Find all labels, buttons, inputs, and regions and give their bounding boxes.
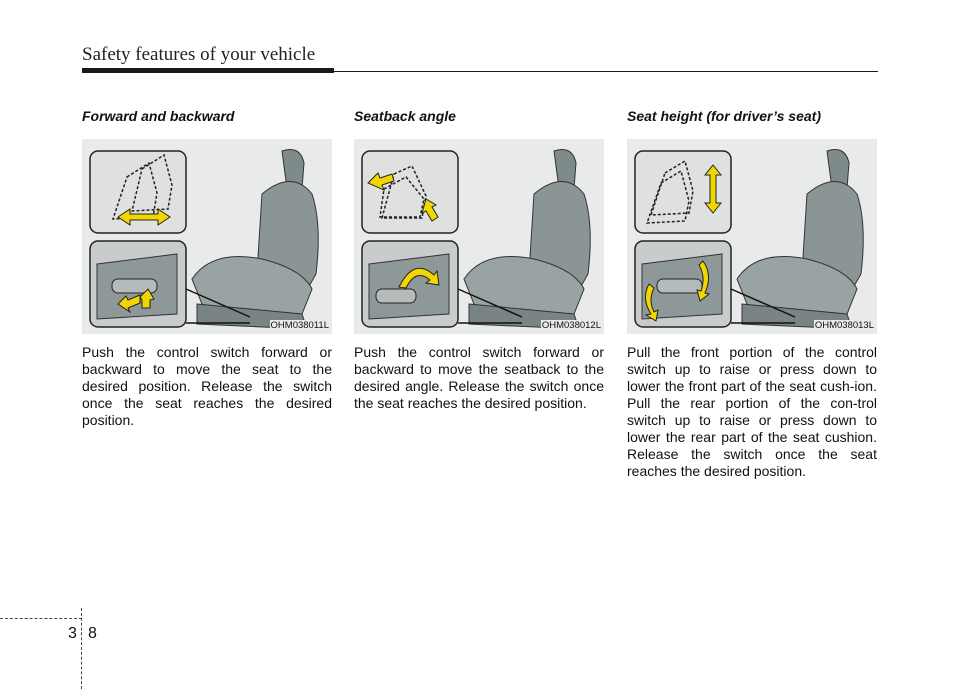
section-seat-height: Seat height (for driver’s seat) OHM03801… (627, 108, 877, 480)
section-body-text: Push the control switch forward or backw… (354, 344, 604, 411)
seat-figure-forward-backward: OHM038011L (82, 139, 332, 334)
seat-icon (463, 149, 591, 330)
footer-horizontal-rule (0, 618, 82, 619)
page-number: 8 (88, 625, 97, 642)
figure-code: OHM038013L (813, 320, 875, 331)
section-body-text: Pull the front portion of the control sw… (627, 344, 877, 479)
seat-figure-seatback-angle: OHM038012L (354, 139, 604, 334)
page-chapter-number: 3 (68, 625, 77, 642)
seat-illustration (89, 149, 319, 330)
header-rule-thick (82, 68, 334, 73)
section-title: Forward and backward (82, 108, 235, 124)
seat-icon (736, 149, 864, 330)
figure-code: OHM038012L (540, 320, 602, 331)
seat-figure-seat-height: OHM038013L (627, 139, 877, 334)
section-title: Seat height (for driver’s seat) (627, 108, 821, 124)
seat-illustration (634, 149, 864, 330)
seat-icon (191, 149, 319, 330)
section-forward-backward: Forward and backward OHM038011L (82, 108, 332, 429)
header-rule-thin (82, 71, 878, 72)
seat-illustration (361, 149, 591, 330)
page-header-title: Safety features of your vehicle (82, 44, 316, 65)
figure-code: OHM038011L (269, 320, 330, 331)
section-body-text: Push the control switch forward or backw… (82, 344, 332, 428)
footer-vertical-rule (81, 608, 82, 689)
section-seatback-angle: Seatback angle OHM038012L Push the contr… (354, 108, 604, 412)
section-title: Seatback angle (354, 108, 456, 124)
